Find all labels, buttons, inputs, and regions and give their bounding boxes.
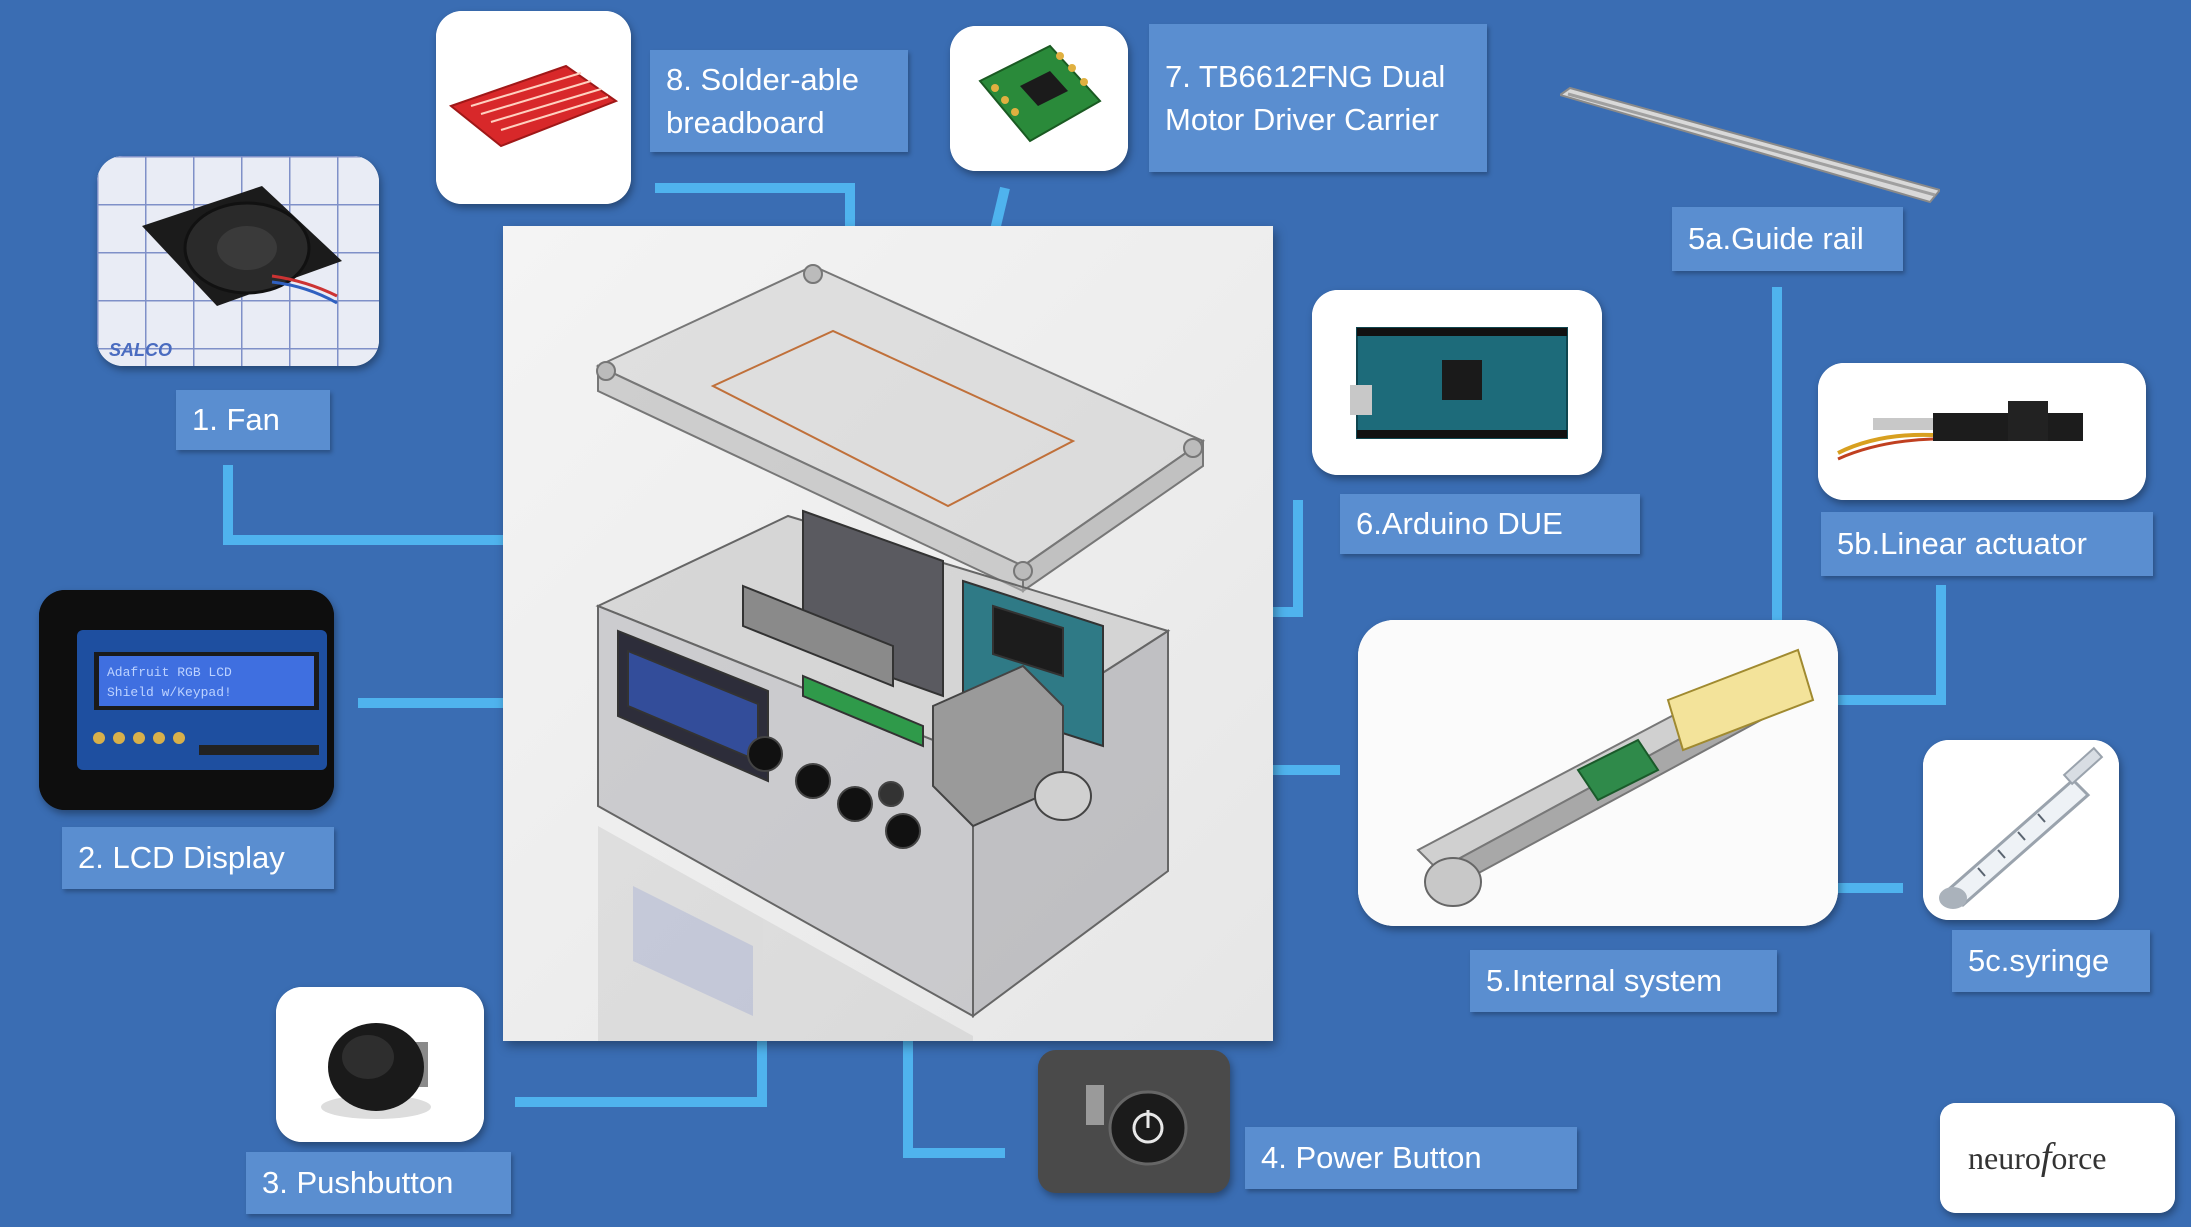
breadboard-image-card (436, 11, 631, 204)
front-knobs (747, 736, 921, 849)
fan-icon: SALCO (97, 156, 379, 366)
linear-actuator-label: 5b.Linear actuator (1821, 512, 2153, 576)
internal-system-label: 5.Internal system (1470, 950, 1777, 1012)
motor-driver-label: 7. TB6612FNG Dual Motor Driver Carrier (1149, 24, 1487, 172)
pushbutton-icon (276, 987, 484, 1142)
arduino-image-card (1312, 290, 1602, 475)
lcd-image-card: Adafruit RGB LCD Shield w/Keypad! (39, 590, 334, 810)
syringe-image-card (1923, 740, 2119, 920)
fan-image-card: SALCO (97, 156, 379, 366)
arduino-board-icon (1312, 290, 1602, 475)
breadboard-icon (436, 11, 631, 204)
lcd-module (617, 629, 769, 783)
device-enclosure-render (503, 226, 1273, 1041)
syringe-icon (1923, 740, 2119, 920)
arduino-label: 6.Arduino DUE (1340, 494, 1640, 554)
reflection (598, 826, 973, 1041)
syringe-assembly (932, 664, 1092, 828)
fan-label: 1. Fan (176, 390, 330, 450)
power-button-icon (1038, 1050, 1230, 1193)
enclosure-lid (595, 264, 1206, 593)
motor-driver-icon (950, 26, 1128, 171)
pushbutton-image-card (276, 987, 484, 1142)
lcd-label: 2. LCD Display (62, 827, 334, 889)
linear-actuator-image-card (1818, 363, 2146, 500)
svg-text:neuroforce: neuroforce (1968, 1136, 2106, 1178)
lcd-display-icon: Adafruit RGB LCD Shield w/Keypad! (39, 590, 334, 810)
svg-text:Adafruit RGB LCD: Adafruit RGB LCD (107, 665, 232, 680)
guide-rail-icon (1557, 86, 1942, 204)
motor-driver-image-card (950, 26, 1128, 171)
pushbutton-label: 3. Pushbutton (246, 1152, 511, 1214)
syringe-label: 5c.syringe (1952, 930, 2150, 992)
neuroforce-logo: neuroforce (1940, 1103, 2175, 1213)
internal-system-icon (1358, 620, 1838, 926)
svg-text:SALCO: SALCO (109, 340, 172, 360)
power-button-label: 4. Power Button (1245, 1127, 1577, 1189)
guide-rail-image (1557, 80, 1942, 210)
power-button-image-card (1038, 1050, 1230, 1193)
guide-rail-label: 5a.Guide rail (1672, 207, 1903, 271)
internal-system-image-card (1358, 620, 1838, 926)
svg-text:Shield w/Keypad!: Shield w/Keypad! (107, 685, 232, 700)
linear-actuator-icon (1818, 363, 2146, 500)
breadboard-label: 8. Solder-able breadboard (650, 50, 908, 152)
